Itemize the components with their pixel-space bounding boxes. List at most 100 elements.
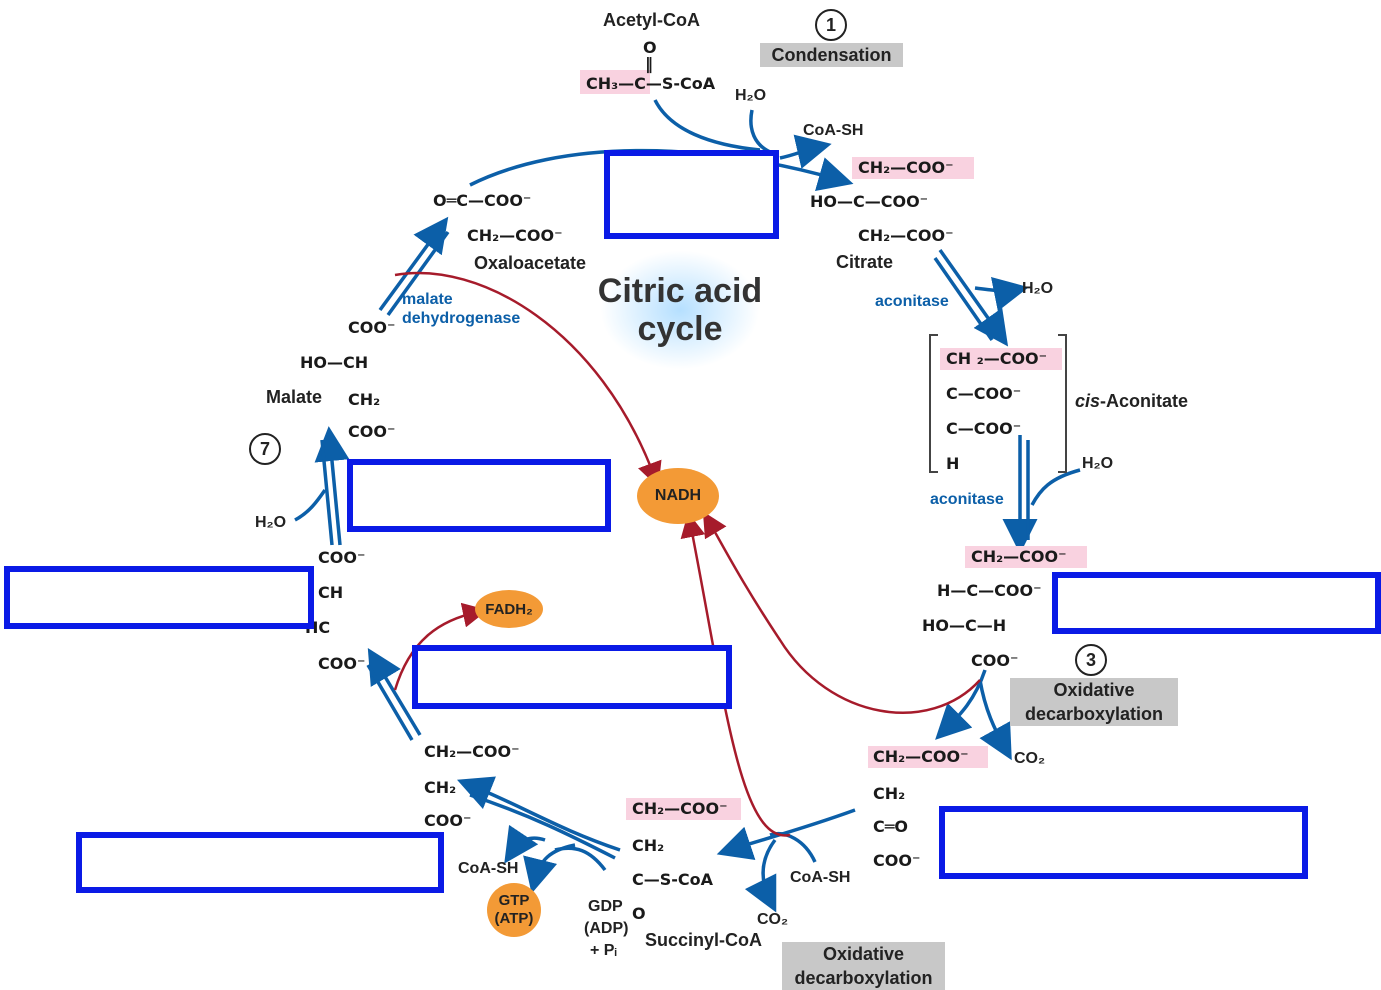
coash-label-1: CoA-SH	[803, 122, 864, 139]
h2o-in-arrow	[1030, 468, 1081, 506]
answer-box-left-upper[interactable]	[347, 459, 611, 532]
succinylcoa-to-succinate	[457, 776, 621, 852]
acetyl-coa-formula: CH₃—C—S-CoA	[586, 74, 716, 93]
step-7-number: 7	[249, 433, 281, 465]
succinate-to-succinylcoa	[469, 793, 616, 860]
acetyl-highlight	[580, 70, 650, 94]
isocitrate-line-3: HO—C—H	[922, 616, 1007, 635]
title-line-1: Citric acid	[597, 272, 763, 310]
isocitrate-to-akg	[935, 669, 987, 740]
cycle-title: Citric acid cycle	[580, 272, 780, 348]
answer-box-left[interactable]	[4, 566, 314, 629]
h2o-out-arrow	[974, 276, 1029, 312]
acetyl-coa-oxygen: O	[643, 38, 657, 57]
red-arrows	[393, 271, 981, 837]
aconitate-line-4: H	[946, 454, 960, 473]
succinate-line-2: CH₂	[424, 778, 457, 797]
title-line-2: cycle	[637, 310, 723, 348]
step-4-label-line-2: decarboxylation	[794, 968, 933, 988]
succinylcoa-line-3: C—S-CoA	[632, 870, 714, 889]
oxaloacetate-line-2: CH₂—COO⁻	[467, 226, 563, 245]
step-1-label: Condensation	[760, 43, 903, 67]
malate-dehydrogenase-label: malate dehydrogenase	[402, 290, 520, 328]
malate-line-2: HO—CH	[300, 353, 369, 372]
fumarate-line-4: COO⁻	[318, 654, 366, 673]
acetyl-coa-double-bond: ‖	[645, 54, 653, 73]
isocitrate-line-2: H—C—COO⁻	[937, 581, 1042, 600]
malate-name: Malate	[266, 387, 323, 407]
malate-dh-line-2: dehydrogenase	[402, 310, 521, 327]
aconitate-line-3: C—COO⁻	[946, 419, 1022, 438]
h2o-in-arrow-malate	[294, 488, 327, 522]
step-3-label: Oxidative decarboxylation	[1010, 678, 1178, 726]
coash-in-arrow	[769, 832, 817, 863]
aconitate-line-2: C—COO⁻	[946, 384, 1022, 403]
akg-line-4: COO⁻	[873, 851, 921, 870]
coash-label-2: CoA-SH	[790, 869, 851, 886]
malate-dh-line-1: malate	[402, 291, 453, 308]
aconitate-to-citrate	[933, 257, 994, 341]
oxaloacetate-name: Oxaloacetate	[474, 253, 587, 273]
succinylcoa-name: Succinyl-CoA	[645, 930, 763, 950]
answer-box-center[interactable]	[412, 645, 732, 709]
step-4-label-line-1: Oxidative	[822, 944, 905, 964]
akg-line-3: C═O	[873, 817, 908, 836]
answer-box-bottom-left[interactable]	[76, 832, 444, 893]
citrate-line-1: CH₂—COO⁻	[858, 158, 954, 177]
atp-label: (ATP)	[494, 910, 534, 927]
aconitate-line-1: CH ₂—COO⁻	[946, 349, 1048, 368]
step-4-label: Oxidative decarboxylation	[782, 942, 945, 990]
succinate-line-3: COO⁻	[424, 811, 472, 830]
citrate-line-3: CH₂—COO⁻	[858, 226, 954, 245]
step-3-number: 3	[1075, 644, 1107, 676]
co2-out-arrow-2	[744, 838, 777, 913]
citrate-highlight	[852, 157, 974, 179]
aconitate-highlight	[940, 348, 1062, 370]
nadh-arrow-malate	[394, 271, 662, 488]
malate-to-oaa	[378, 216, 449, 312]
answer-box-right[interactable]	[1052, 572, 1381, 634]
malate-line-1: COO⁻	[348, 318, 396, 337]
nadh-oval: NADH	[637, 468, 719, 524]
answer-box-top-center[interactable]	[604, 150, 779, 239]
citrate-to-aconitate	[938, 248, 1009, 347]
adp-label: (ADP)	[584, 920, 629, 937]
isocitrate-line-1: CH₂—COO⁻	[971, 547, 1067, 566]
citrate-name: Citrate	[836, 252, 894, 272]
isocitrate-highlight	[965, 546, 1087, 568]
nadh-arrow-akg	[680, 512, 791, 837]
fumarate-line-2: CH	[318, 583, 344, 602]
succinylcoa-line-1: CH₂—COO⁻	[632, 799, 728, 818]
malate-to-fumarate	[320, 439, 334, 546]
coash-label-3: CoA-SH	[458, 860, 519, 877]
malate-line-3: CH₂	[348, 390, 381, 409]
cis-prefix: cis	[1075, 391, 1101, 411]
acetylcoa-input-arrow	[653, 99, 761, 152]
co2-label-1: CO₂	[1014, 750, 1046, 767]
akg-line-1: CH₂—COO⁻	[873, 747, 969, 766]
gtp-out-arrow	[523, 843, 576, 894]
answer-box-bottom-right[interactable]	[939, 806, 1308, 879]
fumarate-to-malate	[314, 426, 350, 546]
succinate-line-1: CH₂—COO⁻	[424, 742, 520, 761]
gtp-label: GTP	[498, 892, 530, 909]
gtp-oval: GTP (ATP)	[487, 883, 541, 937]
h2o-label-4: H₂O	[255, 514, 287, 531]
akg-line-2: CH₂	[873, 784, 906, 803]
co2-label-2: CO₂	[757, 911, 789, 928]
succinate-to-fumarate	[367, 647, 422, 736]
coash-out-arrow-left	[504, 824, 546, 864]
co2-out-arrow-1	[978, 679, 1012, 761]
title-glow	[600, 250, 760, 370]
malate-line-4: COO⁻	[348, 422, 396, 441]
aconitase-label-1: aconitase	[875, 293, 949, 310]
step-1-number: 1	[815, 9, 847, 41]
citrate-line-2: HO—C—COO⁻	[810, 192, 929, 211]
pi-label: + Pᵢ	[590, 942, 617, 959]
aconitase-label-2: aconitase	[930, 491, 1004, 508]
h2o-input-arrow	[749, 109, 771, 154]
nadh-arrow-isocitrate	[702, 511, 981, 714]
akg-highlight	[868, 746, 988, 768]
